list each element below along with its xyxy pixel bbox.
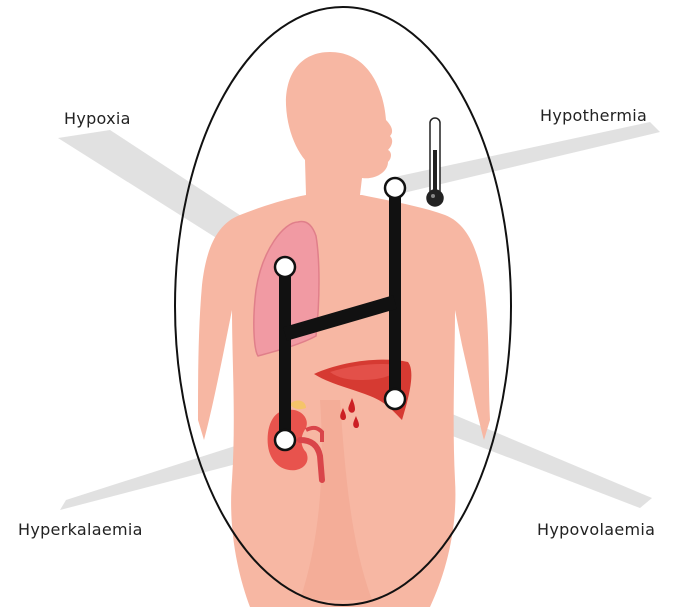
node-circle-icon [275,257,295,277]
node-circle-icon [385,389,405,409]
label-hypothermia: Hypothermia [540,106,647,125]
label-hyperkalaemia: Hyperkalaemia [18,520,143,539]
thermometer-icon [427,118,443,206]
head [286,52,392,195]
node-circle-icon [275,430,295,450]
label-hypovolaemia: Hypovolaemia [537,520,655,539]
node-circle-icon [385,178,405,198]
label-hypoxia: Hypoxia [64,109,131,128]
